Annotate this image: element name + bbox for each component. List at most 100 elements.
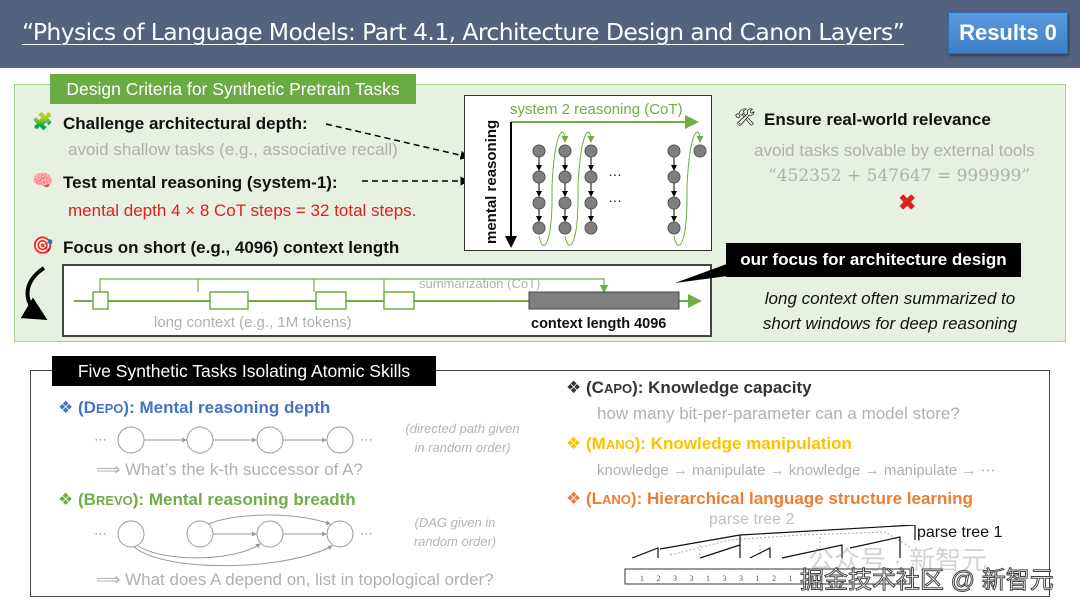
target-icon: 🎯 <box>32 236 54 255</box>
results-button[interactable]: Results 0 <box>948 12 1068 54</box>
criterion-depth-title: Challenge architectural depth: <box>63 114 308 133</box>
cot-loop <box>538 131 569 246</box>
parse-tree-1-label: parse tree 1 <box>917 524 1003 541</box>
cot-node <box>667 196 681 210</box>
context-diagram-svg: summarization (CoT) long context (e.g., … <box>74 276 702 332</box>
capo-sub: how many bit-per-parameter can a model s… <box>597 404 960 423</box>
cot-node <box>667 144 681 158</box>
cot-diagram-svg: system 2 reasoning (CoT) mental reasonin… <box>483 101 707 248</box>
bullet-icon: ❖ <box>58 398 74 417</box>
curved-arrow <box>20 266 48 321</box>
task-depo-sc: EPO <box>95 401 124 416</box>
parse-tree-1 <box>631 525 916 559</box>
brevo-edge <box>207 514 331 525</box>
brevo-note-line-1: (DAG given in <box>414 515 496 530</box>
token: 3 <box>673 574 677 583</box>
focus-note-line-2: short windows for deep reasoning <box>762 314 1018 333</box>
cross-icon: ✖ <box>898 190 917 215</box>
token-sequence-box <box>624 568 911 585</box>
task-capo-heading: ❖ (CAPO): Knowledge capacity <box>566 378 812 398</box>
task-mano-heading: ❖ (MANO): Knowledge manipulation <box>566 434 852 454</box>
cot-node <box>667 170 681 184</box>
context-chunk <box>315 291 347 310</box>
cot-ellipsis-2: … <box>608 189 622 205</box>
watermark: 掘金技术社区 @ 新智元 <box>800 567 1055 595</box>
cot-loop <box>673 131 704 246</box>
token: 3 <box>739 574 743 583</box>
slide-header: “Physics of Language Models: Part 4.1, A… <box>0 0 1080 68</box>
task-lano-heading: ❖ (LANO): Hierarchical language structur… <box>566 489 973 509</box>
brevo-edge <box>137 543 261 559</box>
brevo-question: ⟹ What does A depend on, list in topolog… <box>96 570 494 589</box>
bullet-icon: ❖ <box>566 434 582 453</box>
depo-path-diagram: ⋯ ⋯ <box>94 426 373 454</box>
brevo-node <box>117 520 145 548</box>
task-lano-sc: ANO <box>602 492 631 507</box>
task-lano-close: ): Hierarchical language structure learn… <box>630 489 973 508</box>
cot-node <box>558 221 572 235</box>
mano-sub: knowledge → manipulate → knowledge → man… <box>597 462 996 479</box>
token: 3 <box>690 574 694 583</box>
cot-node <box>584 196 598 210</box>
task-brevo-open: (B <box>77 490 96 509</box>
tasks-panel <box>30 370 1050 597</box>
tools-icon: 🛠 <box>734 108 756 127</box>
callout-pointer <box>675 261 735 283</box>
cot-ellipsis-1: … <box>608 163 622 179</box>
brevo-note: (DAG given in random order) <box>390 513 520 551</box>
depo-ellipsis-left: ⋯ <box>94 432 107 447</box>
context-chunk <box>92 291 109 310</box>
task-mano-open: (M <box>585 434 606 453</box>
context-diagram: summarization (CoT) long context (e.g., … <box>62 264 712 337</box>
task-depo-close: ): Mental reasoning depth <box>123 398 331 417</box>
summarization-label: summarization (CoT) <box>419 276 540 291</box>
cot-node <box>667 221 681 235</box>
design-criteria-label: Design Criteria for Synthetic Pretrain T… <box>50 74 416 104</box>
cot-y-label: mental reasoning <box>483 120 500 244</box>
bullet-icon: ❖ <box>566 489 582 508</box>
task-capo-close: ): Knowledge capacity <box>632 378 812 397</box>
task-mano-close: ): Knowledge manipulation <box>634 434 852 453</box>
relevance-sub: avoid tasks solvable by external tools <box>754 141 1035 160</box>
brevo-node <box>326 520 354 548</box>
task-capo-sc: APO <box>603 381 633 396</box>
focus-callout: our focus for architecture design <box>726 243 1021 277</box>
parse-tree-2-label: parse tree 2 <box>709 511 795 528</box>
depo-node <box>186 426 214 454</box>
brain-icon: 🧠 <box>32 171 54 190</box>
cot-node <box>558 196 572 210</box>
slide-title[interactable]: “Physics of Language Models: Part 4.1, A… <box>22 18 905 46</box>
cot-node <box>584 221 598 235</box>
depo-note-line-1: (directed path given <box>405 421 520 436</box>
focus-note-line-1: long context often summarized to <box>764 289 1016 308</box>
depo-note: (directed path given in random order) <box>390 419 535 457</box>
token: 1 <box>789 574 793 583</box>
token: 2 <box>772 574 776 583</box>
cot-node <box>532 221 546 235</box>
task-brevo-heading: ❖ (BREVO): Mental reasoning breadth <box>58 490 356 510</box>
cot-diagram: system 2 reasoning (CoT) mental reasonin… <box>464 95 712 251</box>
task-depo-heading: ❖ (DEPO): Mental reasoning depth <box>58 398 330 418</box>
token: 1 <box>756 574 760 583</box>
context-chunk <box>383 291 415 310</box>
tasks-label: Five Synthetic Tasks Isolating Atomic Sk… <box>52 356 436 386</box>
criterion-reasoning-sub: mental depth 4 × 8 CoT steps = 32 total … <box>68 201 417 220</box>
brevo-edge <box>133 545 333 567</box>
dashed-arrow-depth <box>325 123 470 160</box>
criterion-depth-sub: avoid shallow tasks (e.g., associative r… <box>68 140 398 159</box>
depo-node <box>326 426 354 454</box>
bullet-icon: ❖ <box>566 378 582 397</box>
cot-node <box>584 170 598 184</box>
relevance-title: Ensure real-world relevance <box>764 110 991 129</box>
task-depo-open: (D <box>77 398 96 417</box>
cot-node <box>693 144 707 158</box>
depo-question: ⟹ What’s the k-th successor of A? <box>96 460 363 479</box>
brevo-node <box>186 520 214 548</box>
task-mano-sc: ANO <box>605 437 635 452</box>
task-brevo-sc: REVO <box>95 493 133 508</box>
brevo-ellipsis-left: ⋯ <box>94 526 107 541</box>
task-brevo-close: ): Mental reasoning breadth <box>132 490 356 509</box>
